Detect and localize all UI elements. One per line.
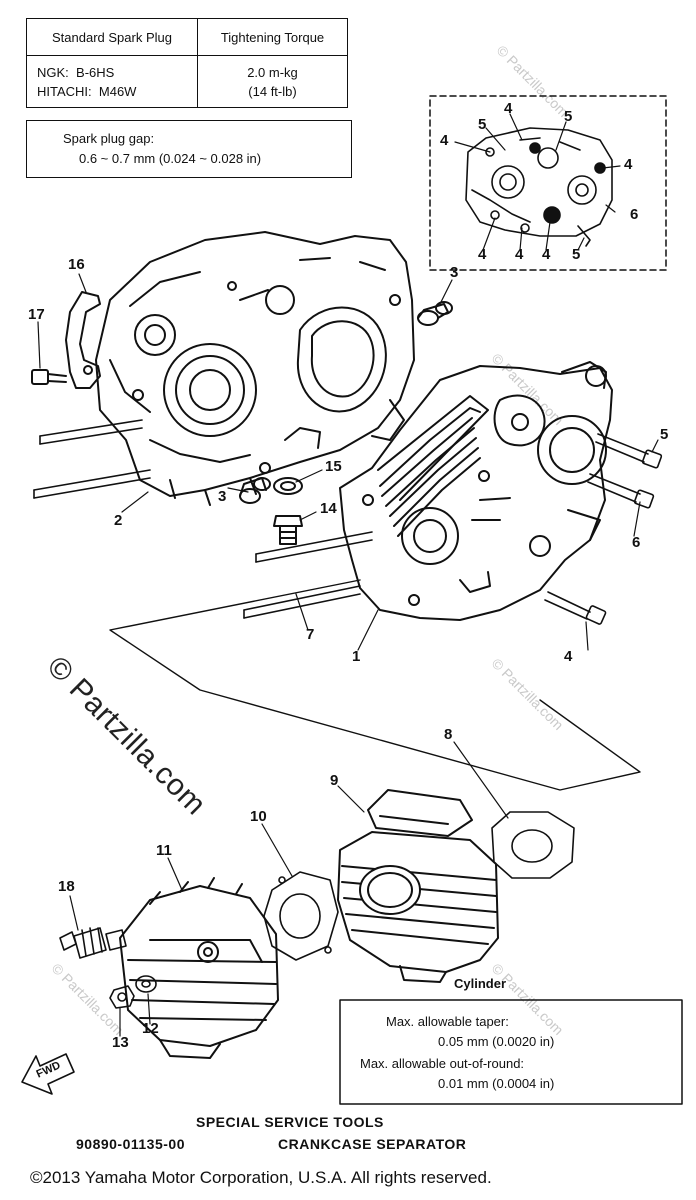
gasket-10 <box>263 871 339 961</box>
bolt-6 <box>587 473 655 509</box>
inset-label-4b: 4 <box>504 100 513 117</box>
part-label-3-upper: 3 <box>450 264 459 281</box>
torque-metric: 2.0 m-kg <box>247 64 298 80</box>
spark-plug-18 <box>59 927 127 959</box>
bolt-4 <box>544 591 607 625</box>
assembly-outline <box>109 579 641 791</box>
part-label-3-lower: 3 <box>218 488 227 505</box>
part-label-2: 2 <box>114 512 123 529</box>
part-label-15: 15 <box>325 458 342 475</box>
bolt-17 <box>31 369 67 385</box>
part-label-13: 13 <box>112 1034 129 1051</box>
dowel-3-lower <box>239 477 271 504</box>
cylinder-9 <box>337 789 499 983</box>
ngk-label: NGK: <box>37 64 69 80</box>
part-label-6: 6 <box>632 534 641 551</box>
inset-label-5b: 5 <box>564 108 573 125</box>
long-studs-left <box>33 419 151 499</box>
inset-dashed-frame <box>429 95 667 271</box>
washer-15 <box>273 477 303 495</box>
inset-label-5a: 5 <box>478 116 487 133</box>
tool-part-number: 90890-01135-00 <box>76 1136 185 1152</box>
part-label-10: 10 <box>250 808 267 825</box>
part-label-7: 7 <box>306 626 315 643</box>
part-label-16: 16 <box>68 256 85 273</box>
gap-title: Spark plug gap: <box>63 131 155 146</box>
taper-value: 0.05 mm (0.0020 in) <box>438 1034 555 1049</box>
part-label-9: 9 <box>330 772 339 789</box>
part-label-14: 14 <box>320 500 337 517</box>
hitachi-label: HITACHI: <box>37 83 92 99</box>
hitachi-value: M46W <box>98 83 137 99</box>
fwd-arrow-icon <box>21 1053 75 1095</box>
copyright-notice: ©2013 Yamaha Motor Corporation, U.S.A. A… <box>30 1168 492 1187</box>
spark-plug-models: NGK: B-6HS HITACHI: M46W <box>26 55 198 108</box>
part-label-4: 4 <box>564 648 573 665</box>
gasket-8 <box>491 811 575 879</box>
inset-label-4a: 4 <box>440 132 449 149</box>
spark-plug-spec-table: Standard Spark Plug Tightening Torque NG… <box>26 18 348 108</box>
inset-label-4d: 4 <box>478 246 487 263</box>
part-label-1: 1 <box>352 648 361 665</box>
leader-lines <box>37 273 659 1037</box>
torque-values: 2.0 m-kg (14 ft-lb) <box>197 55 348 108</box>
nut-13 <box>109 985 135 1009</box>
part-label-18: 18 <box>58 878 75 895</box>
taper-label: Max. allowable taper: <box>386 1014 509 1029</box>
part-label-11: 11 <box>156 842 172 859</box>
inset-leaders <box>454 113 621 251</box>
gap-value: 0.6 ~ 0.7 mm (0.024 ~ 0.028 in) <box>79 151 262 166</box>
inset-label-4c: 4 <box>624 156 633 173</box>
bracket-16 <box>65 291 101 389</box>
inset-crankcase <box>465 127 613 247</box>
left-crankcase-half <box>95 231 415 506</box>
cylinder-label: Cylinder <box>454 976 507 991</box>
part-label-8: 8 <box>444 726 453 743</box>
tool-name: CRANKCASE SEPARATOR <box>278 1136 467 1152</box>
part-label-17: 17 <box>28 306 45 323</box>
out-of-round-value: 0.01 mm (0.0004 in) <box>438 1076 555 1091</box>
cylinder-head-11 <box>119 877 279 1059</box>
dowel-3-upper <box>417 301 453 326</box>
right-crankcase-half <box>339 361 613 621</box>
bolt-5 <box>595 433 663 469</box>
part-label-5: 5 <box>660 426 669 443</box>
torque-imperial: (14 ft-lb) <box>248 83 297 99</box>
inset-label-4f: 4 <box>542 246 551 263</box>
drain-bolt-14 <box>273 515 303 545</box>
inset-label-4e: 4 <box>515 246 524 263</box>
inset-label-5c: 5 <box>572 246 581 263</box>
out-of-round-label: Max. allowable out-of-round: <box>360 1056 525 1071</box>
spark-plug-gap-box: Spark plug gap: 0.6 ~ 0.7 mm (0.024 ~ 0.… <box>26 120 352 178</box>
cylinder-spec-frame <box>339 999 683 1105</box>
part-label-12: 12 <box>142 1020 159 1037</box>
tools-heading: SPECIAL SERVICE TOOLS <box>196 1114 384 1130</box>
ngk-value: B-6HS <box>76 64 115 80</box>
studs-7 <box>243 531 373 619</box>
washer-12 <box>135 975 157 993</box>
inset-label-6: 6 <box>630 206 639 223</box>
